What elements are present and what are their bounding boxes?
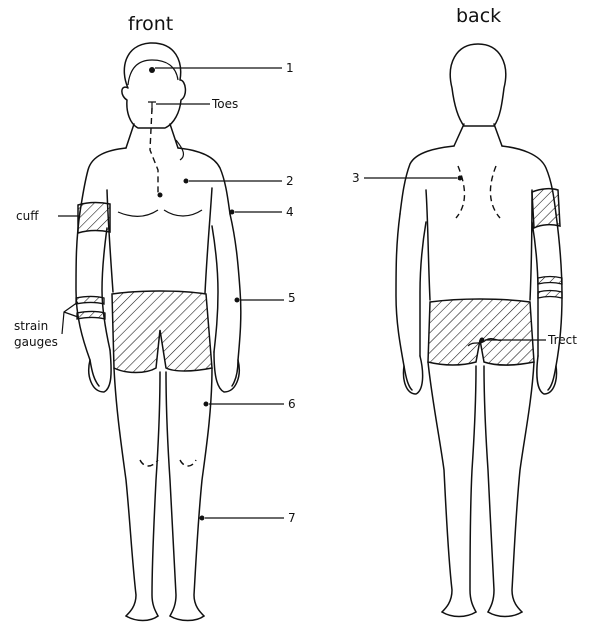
- back-leg-right-outer: [512, 362, 534, 612]
- strain-gauge-back-1: [538, 277, 562, 285]
- front-hand-right: [214, 352, 239, 392]
- front-neck-right: [170, 124, 178, 148]
- label-strain: strain: [14, 319, 48, 333]
- front-arm-left-inner: [102, 228, 110, 350]
- front-pec-right: [164, 210, 202, 216]
- rectal-site-dot: [480, 338, 485, 343]
- front-knee-right: [180, 460, 196, 466]
- front-foot-left: [126, 616, 158, 621]
- label-6: 6: [288, 397, 296, 411]
- esophagus-end-dot: [158, 193, 163, 198]
- label-3: 3: [352, 171, 360, 185]
- back-torso-right: [530, 190, 532, 300]
- site-3-dot: [458, 176, 463, 181]
- back-neck-left: [454, 124, 464, 146]
- cuff-back: [532, 189, 560, 228]
- label-gauges: gauges: [14, 335, 58, 349]
- front-view-title: front: [128, 13, 173, 35]
- front-neck-left: [126, 124, 134, 148]
- front-shorts: [112, 291, 212, 373]
- front-leg-right-inner: [166, 372, 176, 616]
- label-2: 2: [286, 174, 294, 188]
- site-5-dot: [235, 298, 240, 303]
- back-leg-left-outer: [428, 362, 452, 612]
- label-5: 5: [288, 291, 296, 305]
- site-4-dot: [230, 210, 235, 215]
- back-leg-left-inner: [470, 366, 476, 612]
- back-arm-left-outer: [396, 214, 412, 390]
- esophageal-probe-path: [150, 108, 158, 195]
- site-7-dot: [200, 516, 205, 521]
- label-4: 4: [286, 205, 294, 219]
- back-view-title: back: [456, 5, 501, 27]
- front-leg-right-outer: [194, 368, 212, 616]
- mouth-marker: [148, 102, 156, 112]
- leader-strain-1: [62, 302, 78, 334]
- label-toes: Toes: [211, 97, 238, 111]
- back-shorts: [428, 299, 534, 365]
- back-scapula-right: [490, 166, 500, 218]
- site-6-dot: [204, 402, 209, 407]
- site-1-dot: [149, 67, 155, 73]
- back-figure: [396, 44, 562, 617]
- front-foot-right: [170, 616, 204, 621]
- front-pec-left: [118, 210, 158, 216]
- back-scapula-left: [456, 166, 465, 218]
- front-figure: [76, 43, 241, 621]
- back-foot-left: [442, 612, 476, 617]
- back-arm-left-inner: [420, 222, 426, 356]
- front-torso-right: [205, 188, 212, 293]
- front-leg-left-outer: [114, 368, 136, 616]
- cuff-front: [78, 203, 110, 233]
- back-head: [450, 44, 505, 126]
- label-cuff: cuff: [16, 209, 39, 223]
- front-knee-left: [140, 460, 158, 466]
- back-leg-right-inner: [484, 366, 494, 612]
- label-7: 7: [288, 511, 296, 525]
- front-head: [122, 43, 186, 128]
- leader-strain-2: [64, 312, 78, 317]
- front-leg-left-inner: [152, 372, 160, 616]
- strain-gauge-back-2: [538, 291, 562, 299]
- back-neck-right: [494, 124, 502, 146]
- back-foot-right: [488, 612, 522, 617]
- label-trect: Trect: [547, 333, 577, 347]
- strain-gauge-front-2: [77, 312, 105, 320]
- strain-gauge-front-1: [76, 297, 104, 305]
- site-2-dot: [184, 179, 189, 184]
- back-torso-left: [426, 190, 430, 300]
- label-1: 1: [286, 61, 294, 75]
- back-arm-right-outer: [548, 214, 562, 390]
- front-arm-right-inner: [212, 226, 218, 352]
